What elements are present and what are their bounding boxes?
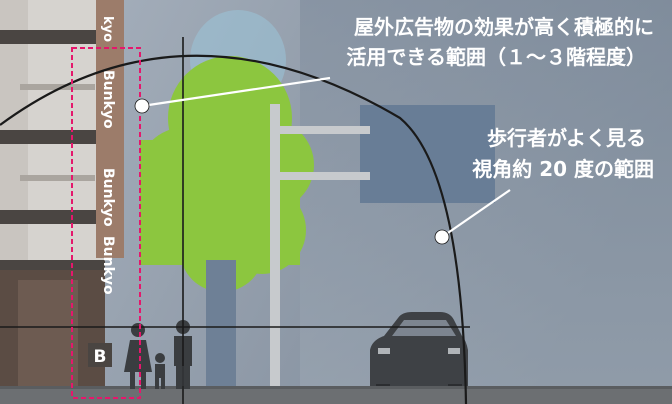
small-sign-letter: B: [94, 347, 107, 367]
sign-text-3: Bunkyo: [100, 168, 116, 227]
sign-text-4: Bunkyo: [100, 236, 116, 295]
callout-1-line-2: 活用できる範囲（１～３階程度）: [346, 45, 646, 69]
sign-text-1: kyo: [100, 16, 115, 42]
callout-1-pointer: [134, 76, 331, 114]
small-b-sign: B: [88, 343, 112, 367]
building: [0, 0, 105, 404]
sign-text-2: Bunkyo: [100, 70, 116, 129]
vertical-signboard: kyo Bunkyo Bunkyo Bunkyo: [96, 0, 124, 295]
callout-2-line-2: 視角約 20 度の範囲: [471, 157, 654, 181]
view-cone-arc: [0, 54, 468, 404]
ground: [0, 388, 672, 404]
callout-2-pointer: [434, 189, 511, 245]
sight-lines: [0, 37, 470, 404]
callout-2-line-1: 歩行者がよく見る: [487, 126, 646, 150]
effective-range-box: [71, 47, 141, 399]
curb: [0, 386, 672, 389]
callout-1-line-1: 屋外広告物の効果が高く積極的に: [354, 15, 654, 39]
